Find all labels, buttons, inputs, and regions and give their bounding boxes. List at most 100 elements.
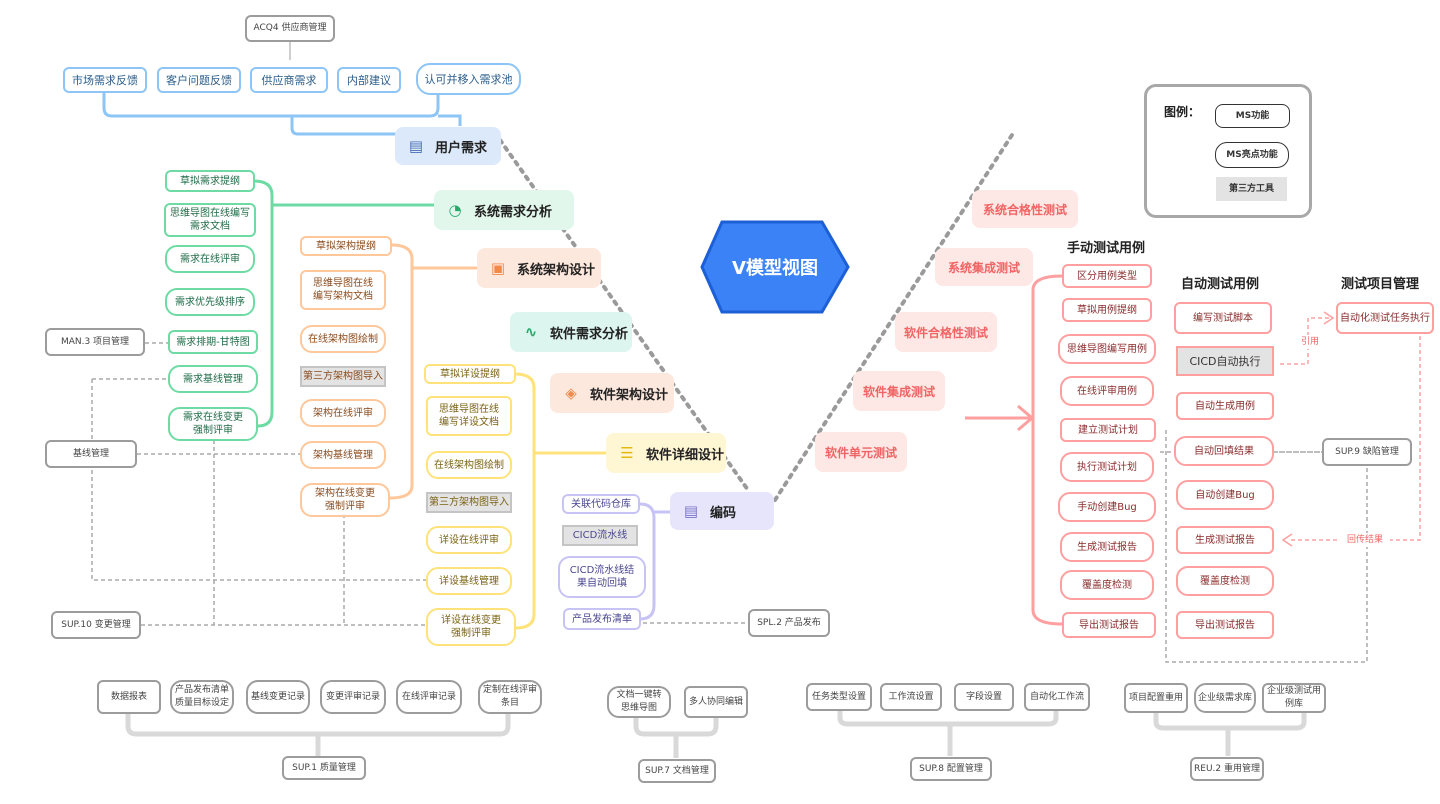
sup7-item-0[interactable]: 文档一键转 思维导图 bbox=[607, 686, 671, 718]
acq4-node[interactable]: ACQ4 供应商管理 bbox=[245, 15, 335, 42]
page-title: V模型视图 bbox=[732, 257, 818, 279]
reu2-node[interactable]: REU.2 重用管理 bbox=[1190, 757, 1264, 781]
orange-item-2[interactable]: 在线架构图绘制 bbox=[300, 325, 386, 353]
main-label: 编码 bbox=[710, 505, 737, 521]
mgmt-item[interactable]: 自动化测试任务执行 bbox=[1336, 302, 1434, 334]
sup7-item-1[interactable]: 多人协同编辑 bbox=[684, 686, 748, 718]
top-item-2[interactable]: 供应商需求 bbox=[250, 67, 328, 93]
top-item-0[interactable]: 市场需求反馈 bbox=[63, 67, 147, 93]
auto-item-1[interactable]: CICD自动执行 bbox=[1176, 346, 1274, 376]
main-sw-detail[interactable]: ☰ 软件详细设计 bbox=[606, 433, 726, 473]
manual-item-1[interactable]: 草拟用例提纲 bbox=[1062, 298, 1152, 322]
manual-item-4[interactable]: 建立测试计划 bbox=[1060, 418, 1156, 442]
manual-item-9[interactable]: 导出测试报告 bbox=[1062, 612, 1156, 638]
sup1-item-1[interactable]: 产品发布清单 质量目标设定 bbox=[170, 680, 234, 714]
reu2-item-0[interactable]: 项目配置重用 bbox=[1124, 683, 1188, 713]
main-sw-arch[interactable]: ◈软件架构设计 bbox=[550, 373, 674, 413]
green-item-0[interactable]: 草拟需求提纲 bbox=[165, 170, 255, 192]
main-label: 软件详细设计 bbox=[646, 447, 725, 463]
sup1-item-3[interactable]: 变更评审记录 bbox=[320, 680, 386, 714]
ref-label: 引用 bbox=[1294, 335, 1326, 349]
sup8-item-1[interactable]: 工作流设置 bbox=[880, 683, 942, 711]
green-item-2[interactable]: 需求在线评审 bbox=[165, 245, 255, 273]
orange-item-1[interactable]: 思维导图在线 编写架构文档 bbox=[300, 270, 386, 310]
manual-item-0[interactable]: 区分用例类型 bbox=[1062, 264, 1152, 288]
legend-highlight: MS亮点功能 bbox=[1215, 142, 1289, 168]
spl2-node[interactable]: SPL.2 产品发布 bbox=[748, 609, 830, 637]
yellow-item-0[interactable]: 草拟详设提纲 bbox=[424, 364, 516, 384]
man3-node[interactable]: MAN.3 项目管理 bbox=[45, 328, 145, 356]
auto-item-4[interactable]: 自动创建Bug bbox=[1176, 480, 1274, 510]
orange-item-0[interactable]: 草拟架构提纲 bbox=[300, 236, 392, 256]
manual-item-2[interactable]: 思维导图编写用例 bbox=[1058, 334, 1156, 364]
green-item-4[interactable]: 需求排期-甘特图 bbox=[168, 330, 258, 354]
sup9-node[interactable]: SUP.9 缺陷管理 bbox=[1322, 438, 1412, 466]
sup8-item-0[interactable]: 任务类型设置 bbox=[806, 683, 872, 711]
yellow-item-6[interactable]: 详设在线变更 强制评审 bbox=[426, 608, 516, 646]
orange-item-5[interactable]: 架构基线管理 bbox=[300, 441, 386, 469]
purple-item-2[interactable]: CICD流水线结 果自动回填 bbox=[558, 556, 646, 598]
sup1-item-2[interactable]: 基线变更记录 bbox=[246, 680, 310, 714]
orange-item-3[interactable]: 第三方架构图导入 bbox=[300, 366, 386, 387]
yellow-item-1[interactable]: 思维导图在线 编写详设文档 bbox=[426, 396, 512, 436]
sup8-item-2[interactable]: 字段设置 bbox=[954, 683, 1014, 711]
auto-item-0[interactable]: 编写测试脚本 bbox=[1174, 302, 1272, 334]
green-item-1[interactable]: 思维导图在线编写 需求文档 bbox=[164, 203, 256, 237]
auto-item-7[interactable]: 导出测试报告 bbox=[1176, 611, 1274, 639]
main-sw-req[interactable]: ∿软件需求分析 bbox=[510, 312, 632, 352]
sup1-item-0[interactable]: 数据报表 bbox=[97, 680, 161, 714]
manual-item-6[interactable]: 手动创建Bug bbox=[1058, 492, 1156, 522]
green-item-5[interactable]: 需求基线管理 bbox=[168, 365, 258, 393]
auto-item-3[interactable]: 自动回填结果 bbox=[1174, 436, 1274, 466]
top-item-1[interactable]: 客户问题反馈 bbox=[157, 67, 241, 93]
yellow-item-2[interactable]: 在线架构图绘制 bbox=[426, 451, 512, 479]
orange-item-6[interactable]: 架构在线变更 强制评审 bbox=[300, 483, 390, 517]
main-sw-int-test[interactable]: 软件集成测试 bbox=[853, 371, 945, 411]
reu2-item-2[interactable]: 企业级测试用 例库 bbox=[1262, 683, 1326, 713]
green-item-3[interactable]: 需求优先级排序 bbox=[165, 288, 255, 316]
auto-title: 自动测试用例 bbox=[1181, 277, 1260, 292]
sup7-node[interactable]: SUP.7 文档管理 bbox=[638, 759, 716, 783]
main-label: 系统架构设计 bbox=[517, 262, 596, 278]
sup1-item-4[interactable]: 在线评审记录 bbox=[396, 680, 462, 714]
yellow-item-5[interactable]: 详设基线管理 bbox=[426, 567, 512, 595]
main-sw-qual-test[interactable]: 软件合格性测试 bbox=[895, 312, 997, 352]
main-sys-int-test[interactable]: 系统集成测试 bbox=[935, 248, 1033, 286]
purple-item-3[interactable]: 产品发布清单 bbox=[563, 608, 641, 630]
manual-item-5[interactable]: 执行测试计划 bbox=[1060, 452, 1154, 482]
orange-item-4[interactable]: 架构在线评审 bbox=[300, 399, 386, 427]
manual-title: 手动测试用例 bbox=[1067, 241, 1146, 256]
sup1-item-5[interactable]: 定制在线评审 条目 bbox=[478, 680, 542, 714]
top-item-4[interactable]: 认可并移入需求池 bbox=[416, 63, 521, 95]
legend-title: 图例： bbox=[1163, 104, 1200, 119]
purple-item-0[interactable]: 关联代码仓库 bbox=[562, 494, 640, 514]
manual-item-8[interactable]: 覆盖度检测 bbox=[1060, 570, 1154, 600]
main-coding[interactable]: ▤编码 bbox=[670, 492, 774, 530]
sup8-item-3[interactable]: 自动化工作流 bbox=[1024, 683, 1090, 711]
purple-item-1[interactable]: CICD流水线 bbox=[562, 525, 638, 546]
title-hexagon bbox=[700, 220, 850, 314]
main-sys-arch[interactable]: ▣系统架构设计 bbox=[477, 248, 601, 288]
main-sys-req[interactable]: ◔系统需求分析 bbox=[434, 190, 574, 230]
auto-item-6[interactable]: 覆盖度检测 bbox=[1176, 566, 1274, 596]
legend-ms: MS功能 bbox=[1215, 104, 1290, 128]
reu2-item-1[interactable]: 企业级需求库 bbox=[1194, 683, 1256, 713]
green-item-6[interactable]: 需求在线变更 强制评审 bbox=[168, 407, 258, 441]
yellow-item-3[interactable]: 第三方架构图导入 bbox=[426, 492, 512, 513]
main-sw-unit-test[interactable]: 软件单元测试 bbox=[815, 432, 907, 472]
main-user-req[interactable]: ▤用户需求 bbox=[395, 127, 501, 165]
sup10-node[interactable]: SUP.10 变更管理 bbox=[51, 611, 141, 639]
sup1-node[interactable]: SUP.1 质量管理 bbox=[282, 756, 366, 780]
top-item-3[interactable]: 内部建议 bbox=[337, 67, 401, 93]
auto-item-2[interactable]: 自动生成用例 bbox=[1176, 392, 1274, 420]
yellow-item-4[interactable]: 详设在线评审 bbox=[426, 526, 512, 554]
baseline-node[interactable]: 基线管理 bbox=[45, 440, 137, 468]
main-label: 用户需求 bbox=[435, 140, 488, 156]
sup8-node[interactable]: SUP.8 配置管理 bbox=[910, 757, 992, 781]
main-sys-qual-test[interactable]: 系统合格性测试 bbox=[972, 190, 1078, 228]
manual-item-7[interactable]: 生成测试报告 bbox=[1060, 532, 1154, 562]
list-icon: ☰ bbox=[620, 444, 634, 462]
manual-item-3[interactable]: 在线评审用例 bbox=[1060, 376, 1154, 406]
main-label: 软件架构设计 bbox=[590, 387, 669, 403]
auto-item-5[interactable]: 生成测试报告 bbox=[1176, 526, 1274, 554]
